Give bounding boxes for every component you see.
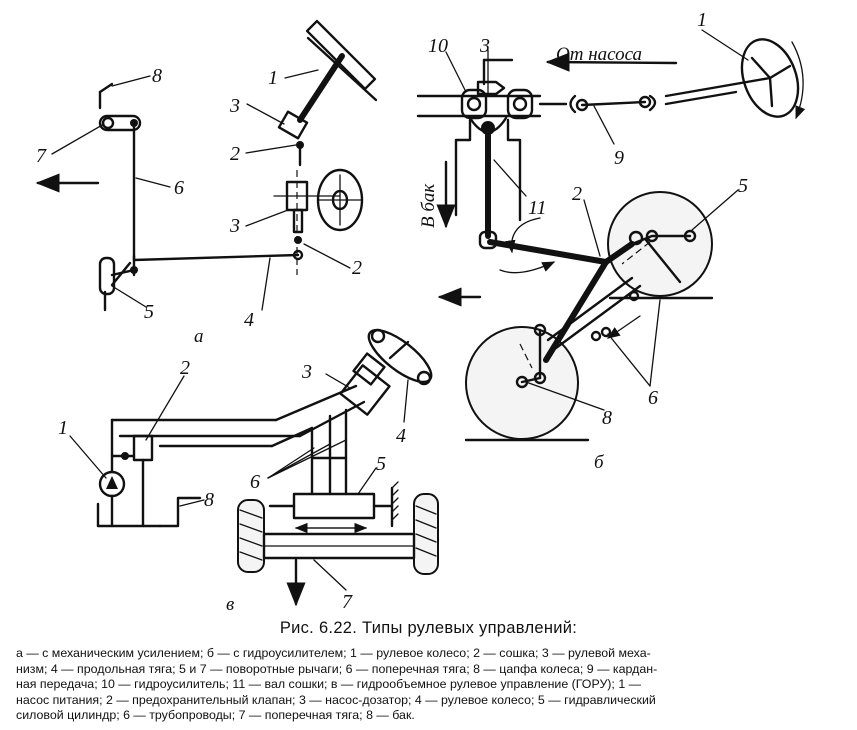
panel-v-label-2: 2	[180, 357, 190, 379]
panel-a-linkage	[98, 82, 300, 312]
panel-a-label-4: 4	[244, 309, 254, 331]
steering-types-figure: 8 7 6 5 4 1 3 2 3 2 а	[35, 9, 806, 615]
panel-v-pipelines	[270, 384, 366, 496]
panel-v-letter: в	[226, 594, 234, 615]
panel-a-letter: а	[194, 326, 204, 347]
panel-b-hydraulic-booster: 1 10 3 От насоса 9 В бак 11 2 5 6 8 б	[416, 9, 806, 473]
panel-v-tank	[158, 496, 202, 528]
panel-v-label-1: 1	[58, 417, 68, 439]
panel-a-label-3-lower: 3	[229, 215, 240, 237]
panel-b-to-tank-text: В бак	[418, 183, 439, 228]
panel-a-label-2-upper: 2	[230, 143, 240, 165]
panel-v-relief-valve	[110, 418, 302, 528]
panel-v-label-6: 6	[250, 471, 260, 493]
panel-a-steering-gear-lower	[273, 168, 364, 275]
panel-b-letter: б	[594, 452, 605, 473]
panel-a-label-1: 1	[268, 67, 278, 89]
panel-b-label-3: 3	[479, 35, 490, 57]
panel-v-steering-wheel	[367, 328, 433, 386]
caption-line: силовой цилиндр; 6 — трубопроводы; 7 — п…	[16, 708, 415, 723]
panel-v-supply-pump	[96, 418, 162, 528]
panel-v-wheels	[237, 493, 439, 575]
panel-v-metering-pump	[339, 340, 410, 416]
panel-v-label-7: 7	[342, 591, 353, 613]
panel-a-steering-gear-upper	[277, 110, 309, 167]
panel-v-label-5: 5	[376, 453, 386, 475]
panel-b-leader-lines	[445, 29, 749, 411]
caption-line: ная передача; 10 — гидроусилитель; 11 — …	[16, 677, 642, 692]
panel-a-leader-lines	[51, 69, 351, 311]
panel-b-hydraulic-valve	[416, 58, 542, 135]
panel-a-label-2-lower: 2	[352, 257, 362, 279]
figure-caption-title: Рис. 6.22. Типы рулевых управлений:	[279, 619, 578, 637]
panel-v-label-8: 8	[204, 489, 214, 511]
panel-b-label-6: 6	[648, 387, 658, 409]
panel-a-mechanical-booster: 8 7 6 5 4 1 3 2 3 2 а	[35, 19, 378, 347]
panel-b-label-5: 5	[738, 175, 748, 197]
caption-line: насос питания; 2 — предохранительный кла…	[16, 692, 656, 707]
figure-caption-legend: а — с механическим усилением; б — с гидр…	[16, 646, 842, 724]
panel-a-label-8: 8	[152, 65, 162, 87]
panel-v-hydrostatic-steering: 1 2 3 4 5 6 8 7 в	[58, 328, 439, 615]
caption-line: а — с механическим усилением; б — с гидр…	[16, 646, 651, 660]
panel-b-label-10: 10	[428, 35, 448, 57]
panel-b-label-8: 8	[602, 407, 612, 429]
panel-b-tank-lines	[436, 118, 522, 229]
caption-line: низм; 4 — продольная тяга; 5 и 7 — повор…	[16, 661, 658, 676]
panel-b-wheel-right	[607, 191, 714, 300]
panel-a-label-5: 5	[144, 301, 154, 323]
panel-b-cardan-shaft	[538, 94, 657, 114]
panel-b-label-1: 1	[697, 9, 707, 31]
panel-a-label-3-upper: 3	[229, 95, 240, 117]
panel-v-power-cylinder	[268, 481, 399, 534]
panel-a-label-7: 7	[36, 145, 47, 167]
panel-b-label-2: 2	[572, 183, 582, 205]
panel-v-label-4: 4	[396, 425, 406, 447]
panel-b-steering-wheel	[664, 38, 806, 120]
panel-a-label-6: 6	[174, 177, 184, 199]
panel-b-linkage	[487, 229, 697, 389]
panel-b-label-11: 11	[528, 197, 547, 219]
panel-b-movement-arrow	[606, 315, 641, 339]
panel-v-leader-lines	[69, 373, 409, 591]
panel-b-from-pump-arrow	[545, 52, 678, 72]
panel-v-label-3: 3	[301, 361, 312, 383]
panel-b-from-pump-text: От насоса	[556, 44, 642, 65]
panel-a-steering-wheel	[297, 19, 378, 123]
panel-b-label-9: 9	[614, 147, 624, 169]
